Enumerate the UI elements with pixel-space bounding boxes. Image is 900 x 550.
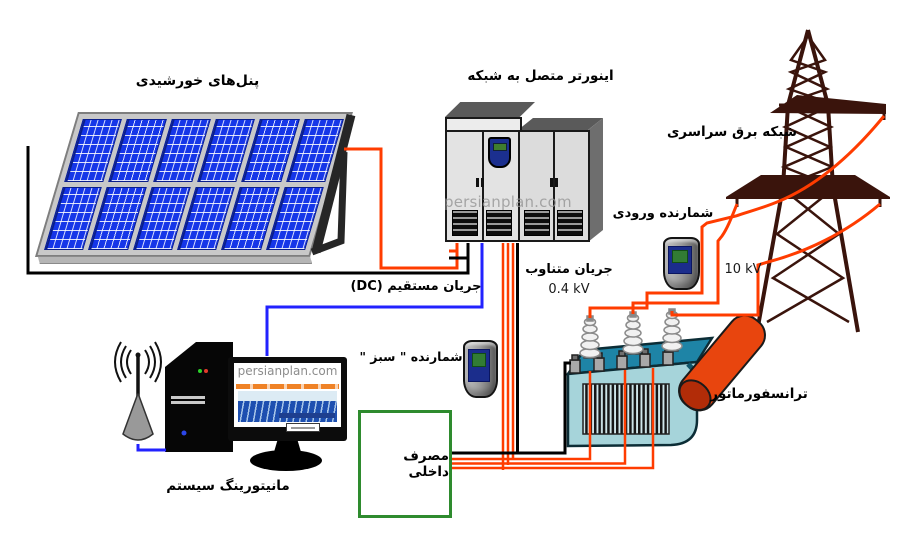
hv-voltage-label: 10 kV (724, 262, 762, 277)
transformer-label: ترانسفورماتور (710, 386, 808, 402)
solar-panel-base-rail (37, 256, 312, 264)
website-photo (238, 391, 337, 422)
monitor-stand-base (250, 450, 322, 471)
watermark-text: persianplan.com (444, 193, 572, 211)
data-wire-antenna (136, 444, 166, 452)
inverter-top-face-right (518, 118, 603, 130)
transformer-icon (565, 308, 766, 448)
solar-panel-array (35, 112, 353, 257)
website-title: persianplan.com (237, 364, 338, 378)
vent-grille-icon (557, 210, 583, 236)
inverter-side-face (588, 118, 603, 242)
monitoring-label: مانیتورینگ سیستم (166, 478, 290, 494)
website-textbox (286, 423, 320, 432)
internal-consumption-box: مصرف داخلی (358, 410, 452, 518)
inverter-top-face-left (445, 102, 535, 117)
door-handle-icon (555, 178, 558, 187)
conservator-pipe (686, 362, 705, 382)
grid-inverter-cabinet (440, 100, 605, 245)
transformer-fins (582, 383, 670, 435)
led-green (198, 369, 202, 373)
inverter-display-unit (488, 137, 511, 168)
led-red (204, 369, 208, 373)
hv-insulators (579, 308, 683, 359)
internal-consumption-label: مصرف داخلی (403, 448, 449, 480)
door-handle-icon (476, 178, 479, 187)
photo-solar-panels (238, 401, 337, 422)
dc-current-label: جریان مستقیم (DC) (350, 279, 482, 294)
input-meter-device (663, 237, 700, 290)
meter-band (668, 246, 692, 274)
vent-grille-icon (486, 210, 512, 236)
pc-tower-icon (165, 342, 233, 452)
inverter-door-divider (482, 132, 484, 242)
inverter-door-divider (553, 130, 555, 242)
monitor-screen: persianplan.com (234, 363, 341, 432)
website-navbar (236, 384, 339, 389)
inverter-label: اینورتر متصل به شبکه (467, 68, 614, 84)
meter-band (468, 349, 490, 382)
wifi-antenna-icon (114, 341, 162, 441)
input-meter-label: شمارنده ورودی (612, 206, 714, 221)
green-meter-label: شمارنده " سبز " (359, 349, 463, 364)
lv-bushings (569, 346, 674, 374)
monitoring-display: persianplan.com (228, 357, 347, 471)
photo-caption-band (279, 413, 335, 418)
vent-grille-icon (524, 210, 550, 236)
vent-grille-icon (452, 210, 478, 236)
ac-voltage-label: 0.4 kV (548, 282, 590, 297)
door-handle-icon (481, 178, 484, 187)
meter-screen (472, 353, 486, 367)
ac-current-label: جریان متناوب (525, 262, 613, 277)
monitor-stand-neck (274, 441, 301, 452)
inverter-display-screen (493, 143, 507, 151)
transmission-tower-icon (726, 29, 890, 333)
grid-label: شبکه برق سراسری (666, 124, 798, 140)
door-handle-icon (550, 178, 553, 187)
inverter-lid-strip (445, 117, 522, 132)
solar-panels-label: پنل‌های خورشیدی (135, 73, 260, 89)
meter-screen (672, 250, 688, 263)
